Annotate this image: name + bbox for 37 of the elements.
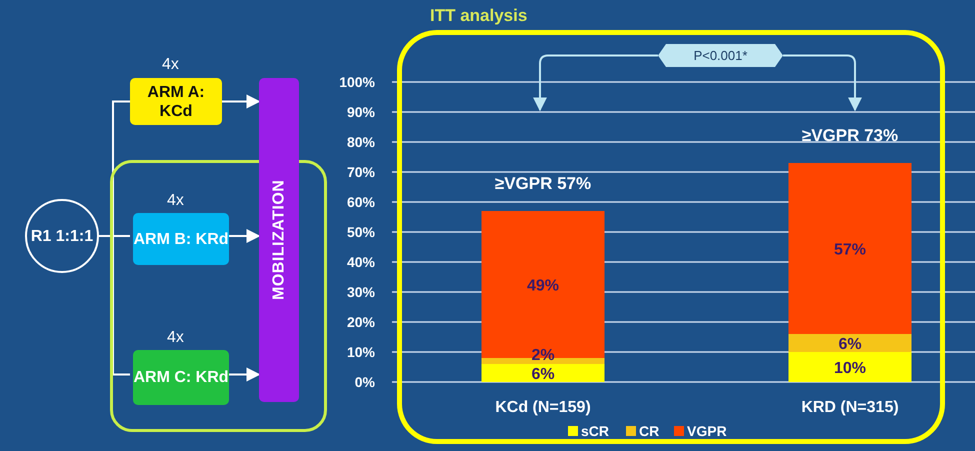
legend-label: sCR <box>581 423 610 439</box>
cycle-count-label: 4x <box>167 191 184 210</box>
axis-tick-label: 100% <box>339 74 375 90</box>
arrow <box>533 54 658 112</box>
axis-tick-label: 40% <box>346 254 375 270</box>
data-label: 10% <box>834 360 866 377</box>
axis-tick-label: 0% <box>354 374 375 390</box>
data-label: 6% <box>531 366 555 383</box>
axis-tick-label: 60% <box>346 194 375 210</box>
axis-tick-label: 50% <box>346 224 375 240</box>
annotation-label: ≥VGPR 57% <box>494 174 592 193</box>
data-label: 49% <box>526 278 560 294</box>
axis-tick-label: 80% <box>346 134 375 150</box>
annotation-label: ≥VGPR 73% <box>802 126 898 145</box>
p-value-label: P<0.001* <box>658 44 783 67</box>
legend-label: VGPR <box>687 423 727 439</box>
data-label: 6% <box>838 336 862 353</box>
axis-tick-label: 70% <box>346 164 375 180</box>
category-label: KRD (N=315) <box>801 399 899 416</box>
highlight-frame <box>397 30 945 444</box>
chart-title: ITT analysis <box>430 6 528 26</box>
legend-label: CR <box>639 423 660 439</box>
arrow <box>783 54 862 112</box>
process-box: ARM B: KRd <box>133 213 229 265</box>
axis-tick-label: 20% <box>346 314 375 330</box>
cycle-count-label: 4x <box>162 56 179 74</box>
data-label: 57% <box>834 242 866 258</box>
vertical-bar-box: MOBILIZATION <box>259 78 299 402</box>
process-box: ARM C: KRd <box>133 350 229 405</box>
circle-node: R1 1:1:1 <box>25 199 99 273</box>
arrow <box>222 94 260 108</box>
process-box: ARM A: KCd <box>130 78 222 125</box>
axis-tick-label: 90% <box>346 104 375 120</box>
axis-tick-label: 30% <box>346 284 375 300</box>
cycle-count-label: 4x <box>167 328 184 347</box>
category-label: KCd (N=159) <box>495 399 591 416</box>
axis-tick-label: 10% <box>346 344 375 360</box>
